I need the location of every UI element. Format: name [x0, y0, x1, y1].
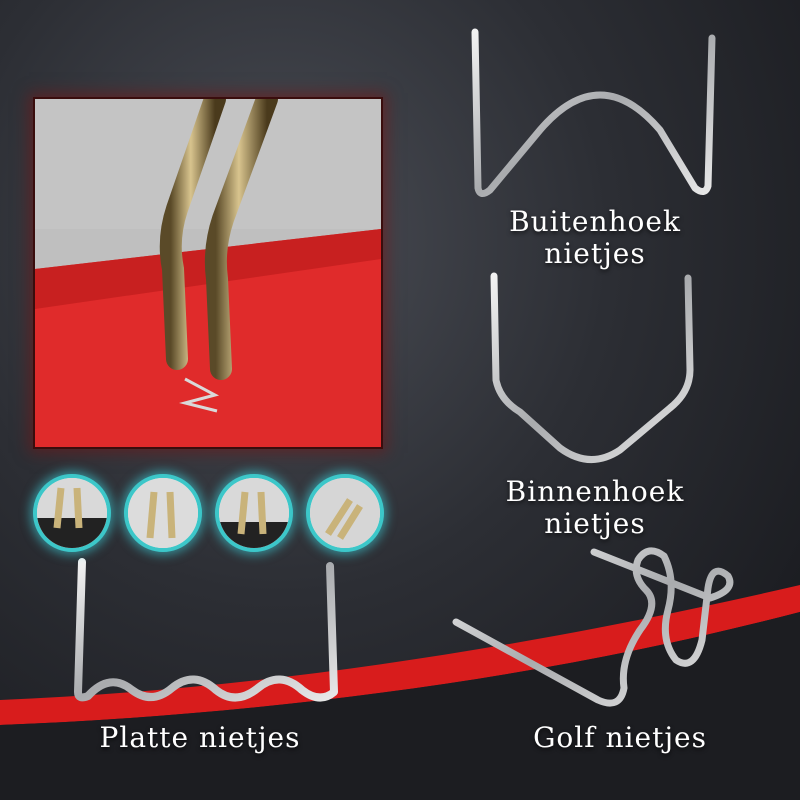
red-swoosh [0, 585, 800, 725]
staple-golf [452, 547, 734, 707]
staple-platte [74, 558, 338, 702]
label-buitenhoek-line2: nietjes [544, 237, 646, 271]
label-platte: Platte nietjes [99, 721, 301, 754]
label-buitenhoek-line1: Buitenhoek [509, 205, 681, 238]
label-binnenhoek-line1: Binnenhoek [505, 475, 685, 508]
thumbnail-4 [306, 474, 384, 552]
label-golf: Golf nietjes [533, 721, 707, 754]
label-binnenhoek: Binnenhoek nietjes [478, 475, 712, 541]
usage-photo [33, 97, 383, 449]
dark-band [0, 612, 800, 800]
label-buitenhoek: Buitenhoek nietjes [480, 205, 710, 271]
staple-binnenhoek [490, 272, 694, 463]
staple-buitenhoek [471, 28, 716, 197]
thumbnail-1 [33, 474, 111, 552]
thumbnail-2 [124, 474, 202, 552]
label-binnenhoek-line2: nietjes [544, 507, 646, 541]
thumbnail-3 [215, 474, 293, 552]
